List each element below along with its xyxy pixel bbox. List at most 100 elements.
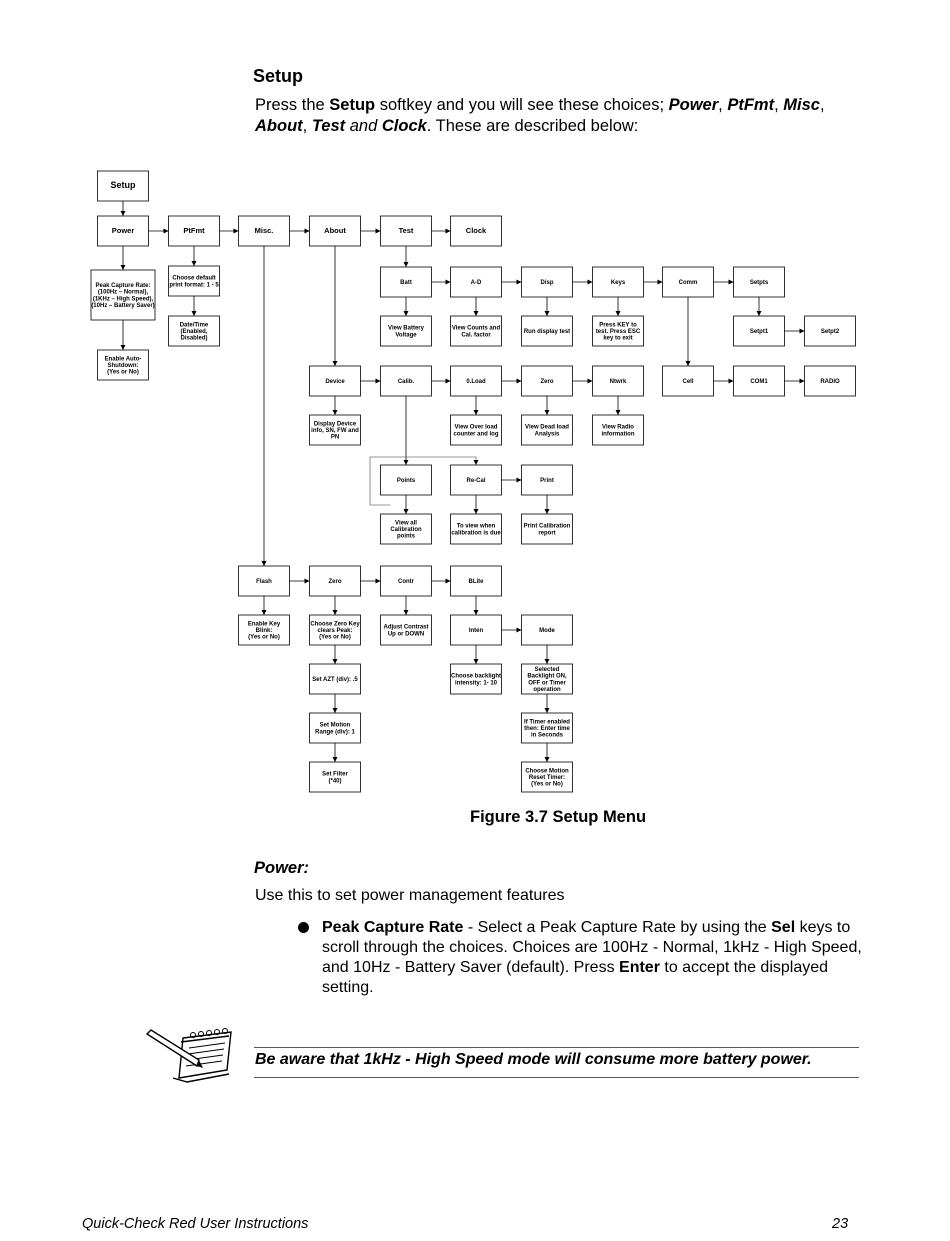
node-print: Print <box>521 464 573 496</box>
node-label: Calibration <box>390 527 422 533</box>
node-label: View Over load <box>455 425 498 431</box>
node-label: Setpt2 <box>821 329 840 335</box>
node-label: Print <box>540 478 554 484</box>
node-label: Press KEY to <box>599 322 637 328</box>
note-text: Be aware that 1kHz - High Speed mode wil… <box>255 1051 812 1068</box>
node-label: calibration is due <box>451 530 501 536</box>
node-label: Choose Motion <box>525 768 569 774</box>
node-box <box>450 614 502 646</box>
node-label: report <box>538 530 555 536</box>
node-label: Setup <box>110 180 136 190</box>
node-box <box>450 315 502 347</box>
node-box <box>380 565 432 597</box>
node-radio: RADIO <box>804 365 856 397</box>
text-run: Power <box>668 96 719 114</box>
node-box <box>662 365 714 397</box>
node-autoshut: Enable Auto-Shutdown:(Yes or No) <box>97 349 149 381</box>
node-label: Contr <box>398 579 415 585</box>
node-label: print format: 1 - 5 <box>169 282 219 288</box>
node-label: operation <box>533 687 561 693</box>
node-box <box>450 663 502 695</box>
node-oload: 0.Load <box>450 365 502 397</box>
text-run: PtFmt <box>727 96 775 114</box>
node-label: View Counts and <box>452 326 501 332</box>
node-label: (10Hz – Battery Saver) <box>91 303 154 309</box>
node-box <box>168 265 220 297</box>
node-box <box>592 266 644 298</box>
node-label: Keys <box>611 280 626 286</box>
node-label: info, SN, FW and <box>311 428 359 434</box>
text-run: and <box>345 117 382 135</box>
node-box <box>733 365 785 397</box>
node-box <box>521 761 573 793</box>
text-run: to accept the displayed setting. <box>322 959 829 996</box>
node-setpt2: Setpt2 <box>804 315 856 347</box>
node-label: Comm <box>679 280 698 286</box>
node-label: BLite <box>469 579 485 585</box>
node-box <box>592 315 644 347</box>
node-label: (*40) <box>328 778 341 784</box>
text-run: Press the <box>255 96 330 114</box>
text-run: softkey and you will see these choices; <box>375 96 669 114</box>
node-label: Set Filter <box>322 772 348 778</box>
text-run: Sel <box>771 919 796 936</box>
node-box <box>804 315 856 347</box>
node-box <box>380 215 432 247</box>
node-label: Backlight ON, <box>527 674 567 680</box>
node-label: Points <box>397 478 416 484</box>
section-title: Setup <box>253 66 304 86</box>
node-box <box>309 761 361 793</box>
node-label: points <box>397 534 416 540</box>
node-label: Zero <box>328 579 341 585</box>
node-label: Display Device <box>314 421 357 427</box>
node-box <box>450 414 502 446</box>
connector-arrow <box>369 456 406 506</box>
connector-arrow <box>406 456 479 465</box>
node-box <box>238 565 290 597</box>
node-device: Device <box>309 365 361 397</box>
node-rundisp: Run display test <box>521 315 573 347</box>
node-label: Clock <box>466 226 487 235</box>
node-label: Mode <box>539 628 555 634</box>
node-box <box>309 215 361 247</box>
node-label: (Yes or No) <box>107 370 139 376</box>
node-box <box>592 414 644 446</box>
node-datetime: Date/Time(Enabled,Disabled) <box>168 315 220 347</box>
node-label: Flash <box>256 579 272 585</box>
node-zero2: Zero <box>309 565 361 597</box>
node-box <box>238 215 290 247</box>
node-label: To view when <box>457 524 496 530</box>
node-box <box>309 663 361 695</box>
node-clock: Clock <box>450 215 502 247</box>
node-label: (Yes or No) <box>319 635 351 641</box>
text-run: - Select a Peak Capture Rate by using th… <box>463 919 772 936</box>
node-label: Up or DOWN <box>388 631 424 637</box>
node-label: Enable Auto- <box>105 356 142 362</box>
bullet-icon <box>298 922 309 933</box>
node-label: Run display test <box>524 329 570 335</box>
node-box <box>380 513 432 545</box>
node-label: Peak Capture Rate: <box>95 283 150 289</box>
text-run: . These are described below: <box>426 117 639 135</box>
node-label: Selected <box>535 667 560 673</box>
note-rule-top <box>254 1047 859 1048</box>
node-box <box>521 365 573 397</box>
node-label: Choose default <box>172 276 215 282</box>
node-calib: Calib. <box>380 365 432 397</box>
text-run: keys to scroll through the choices. Choi… <box>322 919 862 976</box>
node-box <box>804 365 856 397</box>
node-label: Ntwrk <box>610 379 627 385</box>
peak-capture-rate-bullet: Peak Capture Rate - Select a Peak Captur… <box>322 918 867 998</box>
node-box <box>450 565 502 597</box>
node-label: in Seconds <box>531 733 564 739</box>
node-recal: Re-Cal <box>450 464 502 496</box>
node-setpt1: Setpt1 <box>733 315 785 347</box>
node-label: Device <box>325 379 345 385</box>
